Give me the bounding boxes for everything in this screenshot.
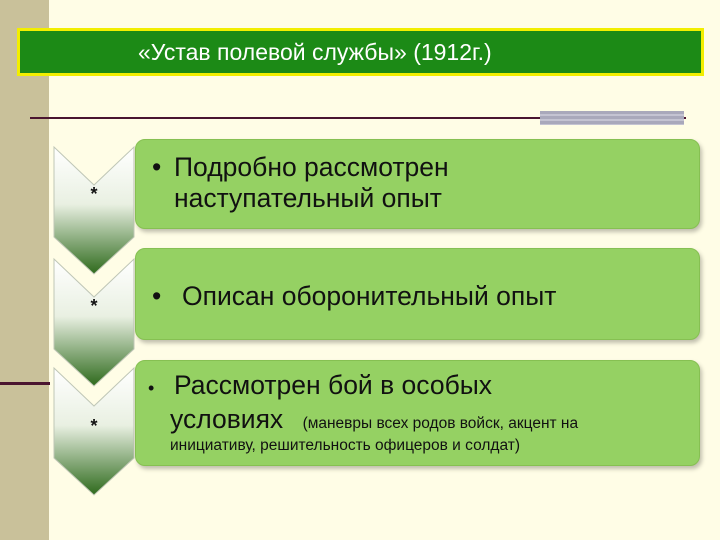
content-panel-1: • Подробно рассмотрен наступательный опыт <box>135 139 700 229</box>
chevron-star-label-2: * <box>90 296 98 316</box>
chevron-star-label-1: * <box>90 184 98 204</box>
panel-2-line-1: Описан оборонительный опыт <box>182 281 557 311</box>
chevron-marker-2: * <box>53 249 135 387</box>
panel-3-note-line-2: инициативу, решительность офицеров и сол… <box>170 437 520 454</box>
horizontal-divider <box>30 117 686 119</box>
left-side-bar <box>0 0 49 540</box>
left-divider-stub <box>0 382 50 385</box>
panel-1-line-2: наступательный опыт <box>174 183 442 213</box>
slide-title: «Устав полевой службы» (1912г.) <box>138 38 492 65</box>
panel-3-note-inline: (маневры всех родов войск, акцент на <box>302 415 579 432</box>
chevron-star-label-3: * <box>90 416 98 436</box>
bullet-2: • <box>152 281 162 311</box>
panel-3-line-1: Рассмотрен бой в особых <box>174 370 493 400</box>
content-panel-2: • Описан оборонительный опыт <box>135 248 700 340</box>
bullet-3: • <box>148 378 155 398</box>
chevron-marker-3: * <box>53 358 135 496</box>
divider-accent-block <box>540 111 684 125</box>
panel-1-line-1: Подробно рассмотрен <box>174 152 449 182</box>
title-banner: «Устав полевой службы» (1912г.) <box>17 28 704 76</box>
panel-3-line-2: условиях <box>170 404 284 434</box>
content-panel-3: • Рассмотрен бой в особых условиях (манев… <box>135 360 700 466</box>
bullet-1: • <box>152 152 162 182</box>
chevron-marker-1: * <box>53 137 135 275</box>
